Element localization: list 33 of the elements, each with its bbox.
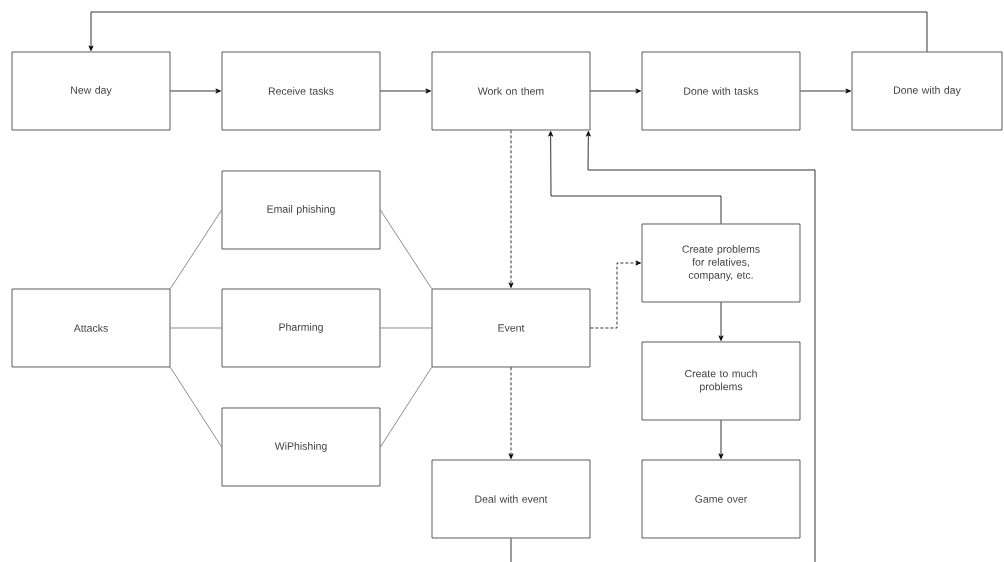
arrow [508,367,514,459]
process-box: Event [431,288,591,368]
arrow [718,420,724,459]
process-box: Email phishing [221,170,381,250]
arrow [508,130,514,288]
connector-line [380,327,432,329]
process-box: Done with day [851,51,1003,131]
connector-line [170,327,222,329]
process-box: Attacks [11,288,171,368]
arrow [800,88,851,94]
arrow [585,131,816,562]
connector-line [380,209,432,289]
arrow [380,88,431,94]
connector-line [170,367,222,448]
process-box: Done with tasks [641,51,801,131]
connector-line [510,538,512,562]
process-box: New day [11,51,171,131]
connector-line [380,367,432,448]
process-box: Create to much problems [641,341,801,421]
arrow [88,11,928,52]
arrow [718,302,724,341]
arrow [548,131,722,224]
connector-line [170,209,222,289]
arrow [590,260,641,329]
process-box: Create problems for relatives, company, etc. [641,223,801,303]
process-box: Game over [641,459,801,539]
process-box: Pharming [221,288,381,368]
process-box: Deal with event [431,459,591,539]
process-box: Receive tasks [221,51,381,131]
arrow [170,88,221,94]
process-box: WiPhishing [221,407,381,487]
arrow [590,88,641,94]
process-box: Work on them [431,51,591,131]
